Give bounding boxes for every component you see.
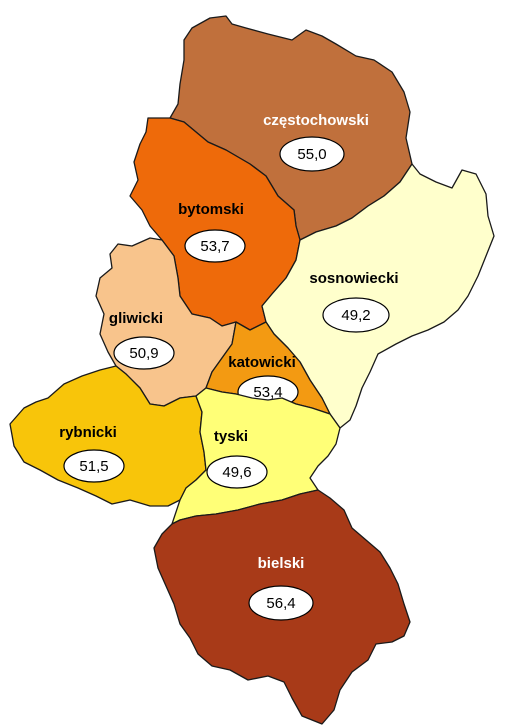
region-gliwicki-value-badge bbox=[113, 336, 175, 370]
region-rybnicki-value-badge bbox=[63, 449, 125, 483]
region-tyski-value: 49,6 bbox=[222, 464, 251, 481]
region-czestochowski-name: częstochowski bbox=[263, 112, 369, 129]
region-bytomski-name: bytomski bbox=[178, 201, 244, 218]
region-bielski-value: 56,4 bbox=[266, 595, 295, 612]
region-sosnowiecki[interactable]: sosnowiecki 49,2 bbox=[261, 163, 495, 429]
region-gliwicki-value: 50,9 bbox=[129, 345, 158, 362]
region-katowicki-value: 53,4 bbox=[253, 384, 282, 401]
region-bielski-name: bielski bbox=[258, 555, 305, 572]
region-katowicki-name: katowicki bbox=[228, 354, 296, 371]
region-bytomski-value: 53,7 bbox=[200, 238, 229, 255]
region-rybnicki-name: rybnicki bbox=[59, 424, 117, 441]
region-tyski-value-badge bbox=[206, 455, 268, 489]
region-czestochowski-value-badge bbox=[279, 136, 345, 172]
region-bytomski[interactable]: bytomski 53,7 bbox=[129, 117, 301, 331]
region-gliwicki-name: gliwicki bbox=[109, 310, 163, 327]
region-czestochowski-value: 55,0 bbox=[297, 146, 326, 163]
region-sosnowiecki-value-badge bbox=[322, 297, 390, 333]
region-rybnicki-value: 51,5 bbox=[79, 458, 108, 475]
region-bielski[interactable]: bielski 56,4 bbox=[153, 489, 411, 725]
region-sosnowiecki-name: sosnowiecki bbox=[309, 270, 398, 287]
region-sosnowiecki-value: 49,2 bbox=[341, 307, 370, 324]
region-gliwicki[interactable]: gliwicki 50,9 bbox=[95, 237, 237, 407]
region-czestochowski[interactable]: częstochowski 55,0 bbox=[169, 15, 413, 241]
region-bytomski-value-badge bbox=[184, 229, 246, 263]
region-tyski[interactable]: tyski 49,6 bbox=[171, 387, 341, 525]
region-bielski-value-badge bbox=[248, 585, 314, 621]
region-tyski-name: tyski bbox=[214, 428, 248, 445]
